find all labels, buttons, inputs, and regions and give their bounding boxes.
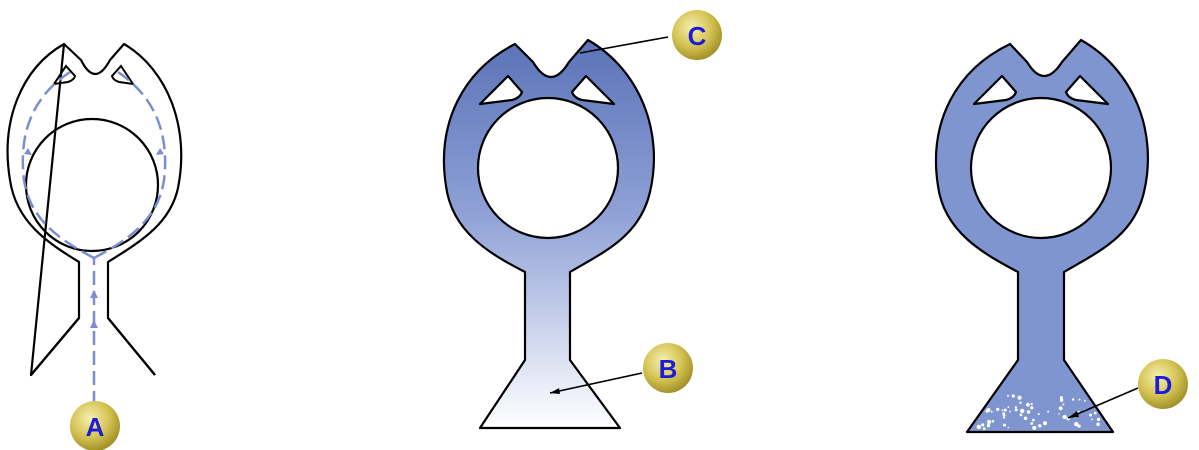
partial-fill-body (444, 40, 654, 428)
porosity-speckle (1008, 427, 1010, 429)
porosity-speckle (1003, 417, 1005, 419)
callout-a-label: A (86, 412, 105, 442)
porosity-speckle (1020, 409, 1024, 413)
callout-d: D (1138, 359, 1188, 409)
porosity-speckle (1015, 406, 1017, 408)
sprue-left-wall (31, 318, 79, 375)
porosity-speckle (1031, 403, 1033, 405)
porosity-speckle (1030, 406, 1033, 409)
porosity-speckle (1003, 414, 1006, 417)
porosity-speckle (1084, 400, 1086, 402)
porosity-speckle (1020, 414, 1023, 417)
porosity-speckle (1008, 406, 1010, 408)
porosity-speckle (1072, 398, 1074, 400)
porosity-speckle (1089, 414, 1092, 417)
porosity-speckle (1019, 402, 1021, 404)
callout-b-label: B (659, 354, 678, 384)
mold-outline-panel (8, 44, 182, 405)
porosity-speckle (1030, 422, 1033, 425)
porosity-speckle (1059, 406, 1063, 410)
porosity-speckle (1015, 408, 1018, 411)
porosity-speckle (977, 425, 981, 429)
callout-c-label: C (688, 21, 707, 51)
callout-a: A (70, 401, 120, 450)
porosity-speckle (1060, 399, 1063, 402)
porosity-speckle (1058, 413, 1060, 415)
porosity-speckle (992, 420, 995, 423)
porosity-speckle (1007, 395, 1009, 397)
porosity-speckle (1047, 411, 1049, 413)
porosity-speckle (1038, 424, 1041, 427)
porosity-speckle (981, 423, 984, 426)
full-fill-body (936, 40, 1148, 432)
callout-c: C (672, 10, 722, 60)
porosity-speckle (1018, 396, 1022, 400)
porosity-speckle (983, 427, 986, 430)
porosity-speckle (1026, 403, 1030, 407)
porosity-speckle (1032, 419, 1035, 422)
porosity-speckle (1009, 411, 1011, 413)
callout-d-label: D (1154, 370, 1173, 400)
porosity-speckle (1038, 413, 1040, 415)
porosity-speckle (1063, 415, 1067, 419)
porosity-speckle (1004, 409, 1007, 412)
porosity-speckle (1012, 394, 1015, 397)
porosity-speckle (1096, 423, 1100, 427)
porosity-speckle (1091, 419, 1093, 421)
porosity-speckle (1003, 424, 1006, 427)
porosity-speckle (1079, 399, 1081, 401)
mold-full-fill-panel (936, 40, 1148, 432)
porosity-speckle (1002, 409, 1004, 411)
porosity-speckle (1032, 426, 1036, 430)
porosity-speckle (1024, 417, 1028, 421)
porosity-speckle (987, 424, 990, 427)
sprue-right-wall (108, 318, 155, 375)
porosity-speckle (1097, 418, 1100, 421)
callout-b: B (643, 343, 693, 393)
porosity-speckle (1027, 410, 1031, 414)
porosity-speckle (1078, 425, 1081, 428)
mold-partial-fill-panel (444, 40, 654, 428)
porosity-speckle (991, 411, 993, 413)
porosity-speckle (985, 410, 988, 413)
porosity-speckle (987, 420, 991, 424)
porosity-speckle (1062, 404, 1064, 406)
porosity-speckle (1043, 421, 1047, 425)
porosity-speckle (1094, 412, 1097, 415)
porosity-speckle (996, 408, 999, 411)
mold-inner-ring (26, 119, 158, 251)
